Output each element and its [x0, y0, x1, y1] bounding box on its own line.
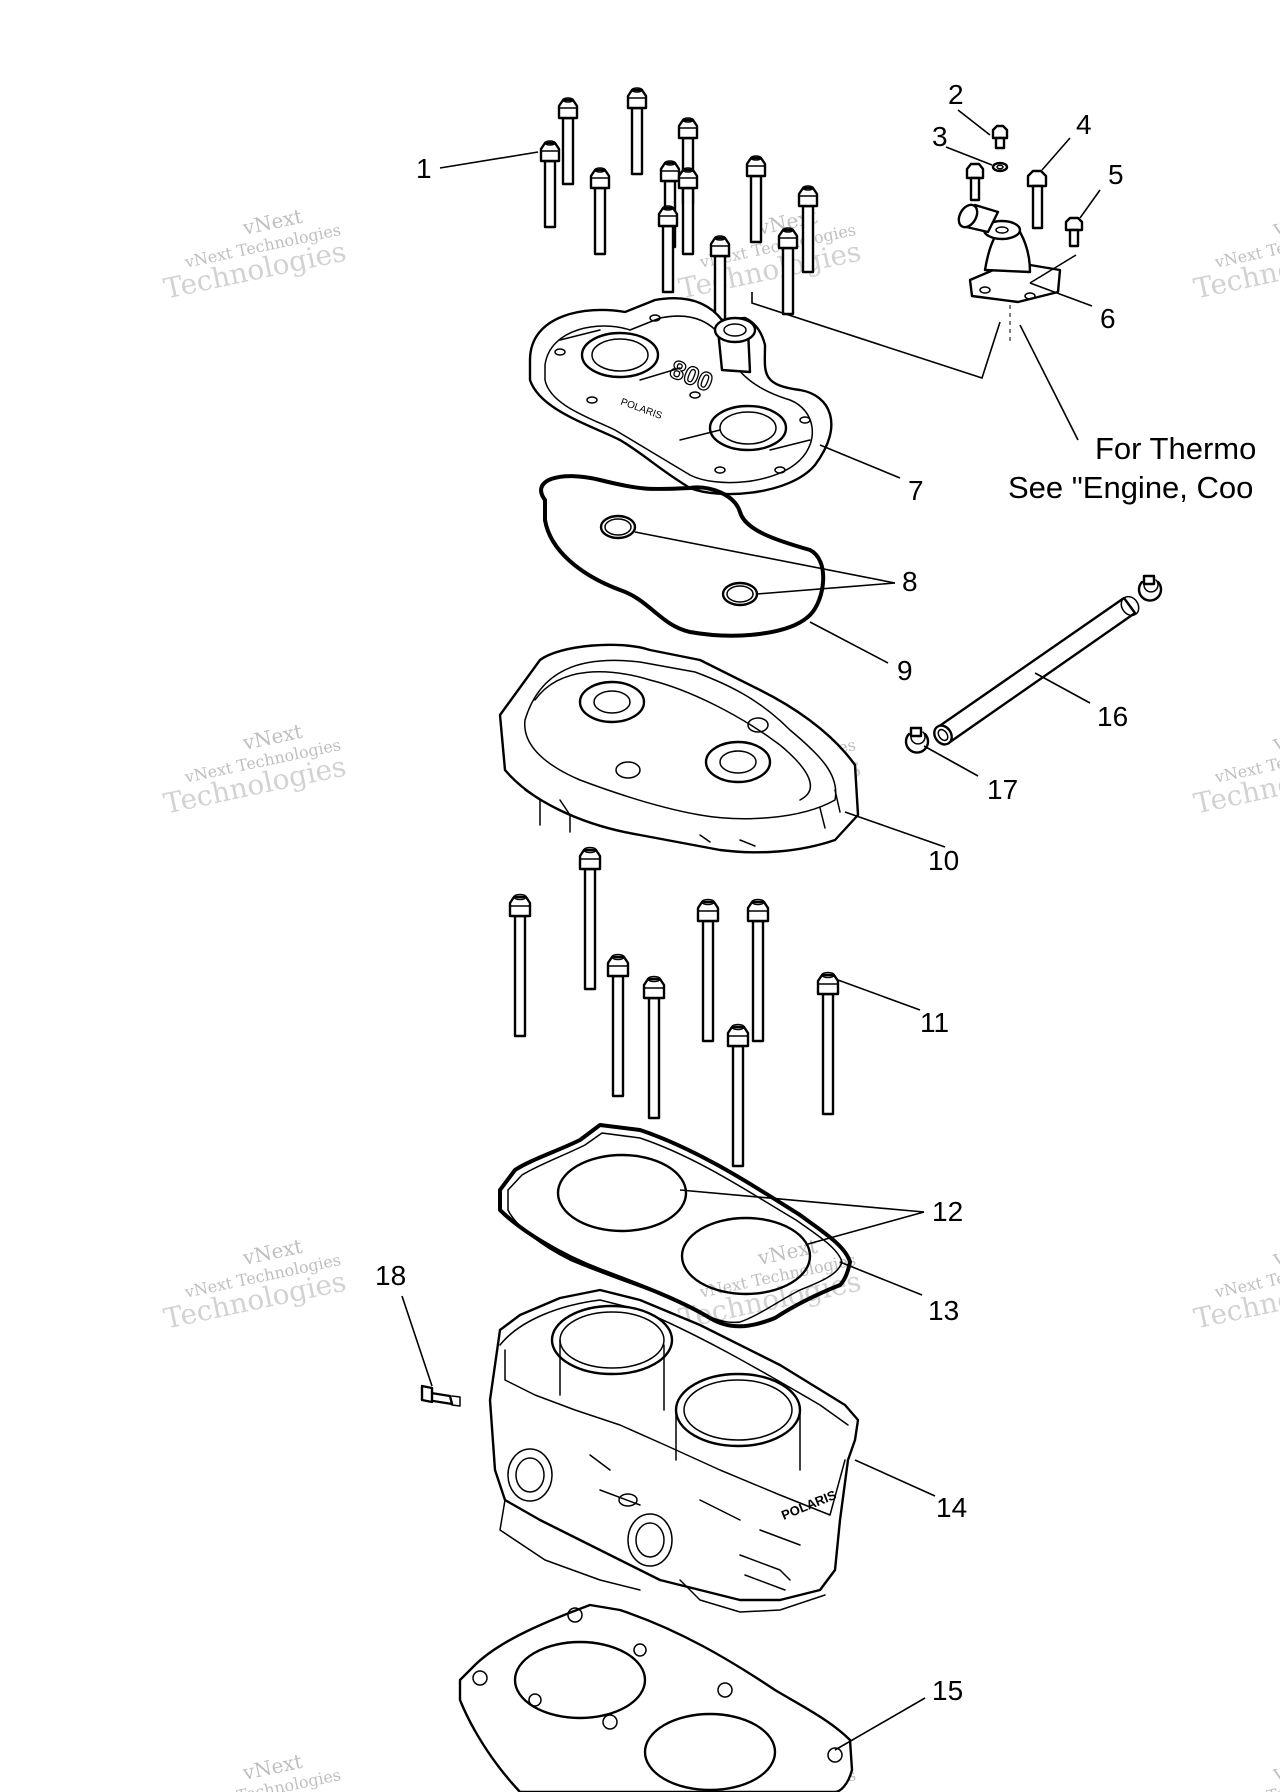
- callout-17: 17: [987, 774, 1018, 805]
- part-2-small-bolt: [991, 124, 1009, 150]
- callout-1: 1: [416, 153, 432, 184]
- note-line-2: See "Engine, Coo: [1008, 470, 1253, 505]
- callout-14: 14: [936, 1492, 967, 1523]
- part-16-coolant-hose: [933, 595, 1140, 746]
- leader-lines: [401, 109, 1101, 1751]
- housing-bolt-left: [965, 162, 985, 202]
- callout-5: 5: [1108, 159, 1124, 190]
- watermark-text: vNext: [1270, 1234, 1280, 1270]
- part-10-cylinder-head: [498, 643, 860, 854]
- part-3-washer: [991, 161, 1009, 173]
- watermark-text: vNext: [1270, 1749, 1280, 1785]
- callout-12: 12: [932, 1196, 963, 1227]
- callout-11: 11: [920, 1007, 949, 1038]
- callout-8: 8: [902, 566, 918, 597]
- callout-6: 6: [1100, 303, 1116, 334]
- callout-16: 16: [1097, 701, 1128, 732]
- thermostat-housing-group: [957, 124, 1084, 345]
- part-6-thermostat-housing: [957, 203, 1062, 304]
- part-14-cylinder-block: POLARIS: [488, 1288, 860, 1613]
- part-11-head-bolts: [508, 846, 840, 1168]
- part-4-bolt: [1026, 169, 1048, 230]
- callout-4: 4: [1076, 109, 1092, 140]
- part-18-bleed-screw: [420, 1384, 461, 1407]
- watermark-text: vNext: [1270, 204, 1280, 240]
- part-7-head-cover: 800 POLARIS: [528, 292, 1001, 496]
- callout-18: 18: [375, 1260, 406, 1291]
- watermark-text: vNext: [1270, 719, 1280, 755]
- callout-labels: 1 2 3 4 5 6 7 8 9 10 11 12 13 14 15 16 1…: [375, 79, 1128, 1706]
- part-9-cover-gasket: [539, 474, 826, 638]
- callout-10: 10: [928, 845, 959, 876]
- part-5-bolt: [1064, 216, 1084, 248]
- part-15-cylinder-base-gasket: [458, 1603, 854, 1792]
- part-13-base-gasket: [498, 1123, 852, 1329]
- note-line-1: For Thermo: [1095, 431, 1256, 466]
- callout-2: 2: [948, 79, 964, 110]
- callout-15: 15: [932, 1675, 963, 1706]
- watermark-text: vNext Technologies: [1212, 1765, 1280, 1792]
- callout-13: 13: [928, 1295, 959, 1326]
- callout-3: 3: [932, 121, 948, 152]
- callout-9: 9: [897, 655, 913, 686]
- thermostat-reference-note: For Thermo See "Engine, Coo: [1008, 431, 1256, 505]
- part-12-fire-rings: [556, 1153, 812, 1296]
- callout-7: 7: [908, 475, 924, 506]
